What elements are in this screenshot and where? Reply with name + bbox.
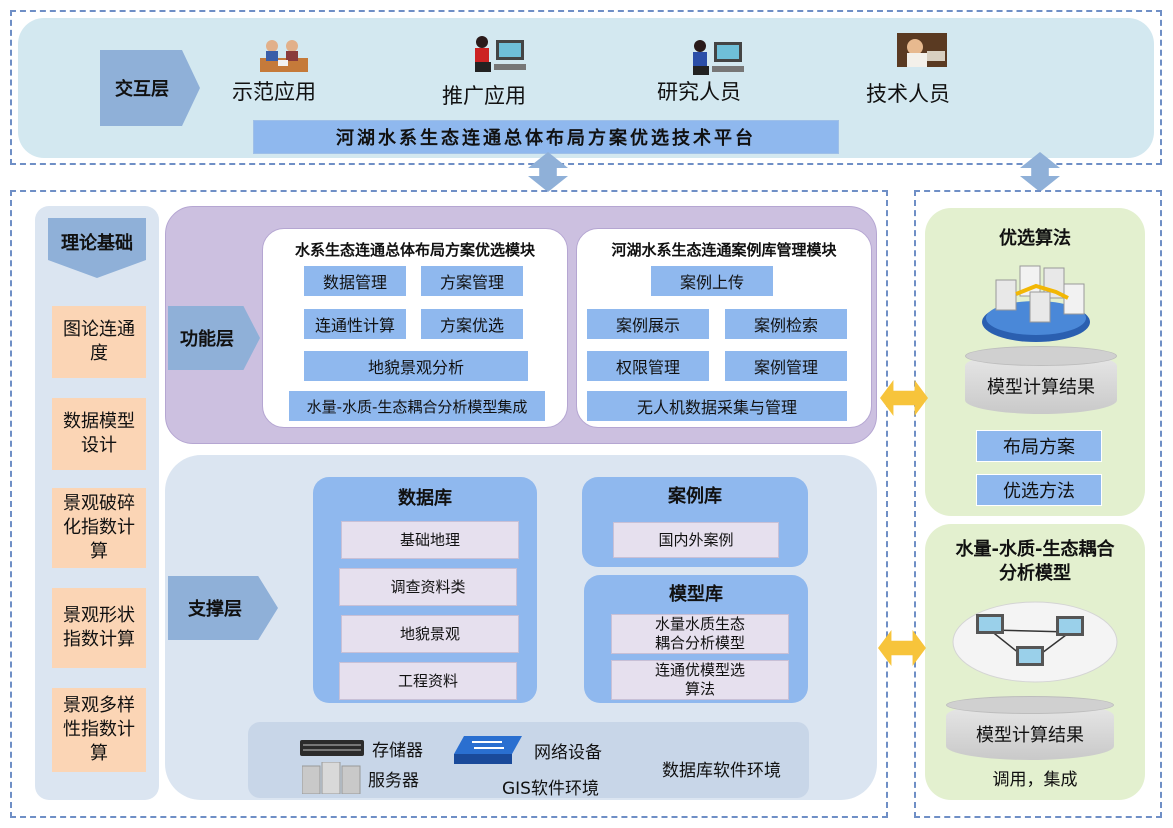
interaction-layer-label: 交互层	[100, 50, 200, 126]
cylinder-cap-top	[965, 346, 1117, 366]
case-search-button[interactable]: 案例检索	[724, 308, 848, 340]
uav-data-management-button[interactable]: 无人机数据采集与管理	[586, 390, 848, 422]
case-display-button[interactable]: 案例展示	[586, 308, 710, 340]
user-label-demo: 示范应用	[232, 80, 316, 104]
network-computers-icon	[950, 596, 1120, 686]
function-layer-label: 功能层	[168, 306, 260, 370]
user-label-technician: 技术人员	[866, 82, 950, 106]
coupling-model-integration-button[interactable]: 水量-水质-生态耦合分析模型集成	[288, 390, 546, 422]
gis-label: GIS软件环境	[502, 779, 599, 799]
database-item: 地貌景观	[341, 615, 519, 653]
model-library-item: 水量水质生态 耦合分析模型	[611, 614, 789, 654]
promotion-application-icon	[470, 34, 530, 76]
coupling-model-title: 水量-水质-生态耦合 分析模型	[955, 539, 1115, 584]
technician-icon	[897, 33, 947, 67]
server-label: 服务器	[368, 771, 419, 791]
right-frame	[914, 190, 1162, 818]
platform-title: 河湖水系生态连通总体布局方案优选技术平台	[253, 120, 839, 154]
landscape-analysis-button[interactable]: 地貌景观分析	[303, 350, 529, 382]
connectivity-calc-button[interactable]: 连通性计算	[303, 308, 407, 340]
invoke-integrate-label: 调用，集成	[992, 769, 1078, 790]
theory-item: 景观形状 指数计算	[52, 588, 146, 668]
researcher-icon	[690, 38, 748, 78]
network-label: 网络设备	[534, 743, 602, 763]
case-upload-button[interactable]: 案例上传	[650, 265, 774, 297]
optimization-algorithm-title: 优选算法	[999, 228, 1071, 249]
theory-item: 景观多样 性指数计 算	[52, 688, 146, 772]
model-library-title: 模型库	[669, 584, 723, 605]
demo-application-icon	[258, 36, 310, 76]
database-item: 基础地理	[341, 521, 519, 559]
server-cluster-icon	[980, 258, 1092, 344]
database-item: 工程资料	[339, 662, 517, 700]
support-layer-label: 支撑层	[168, 576, 278, 640]
theory-item: 数据模型 设计	[52, 398, 146, 470]
db-env-label: 数据库软件环境	[662, 761, 781, 781]
theory-item: 图论连通 度	[52, 306, 146, 378]
database-item: 调查资料类	[339, 568, 517, 606]
user-label-promotion: 推广应用	[442, 84, 526, 108]
interaction-layer-frame	[10, 10, 1162, 165]
cylinder-cap-bottom	[946, 696, 1114, 714]
layout-scheme-button[interactable]: 布局方案	[976, 430, 1102, 462]
module2-title: 河湖水系生态连通案例库管理模块	[611, 240, 837, 259]
scheme-management-button[interactable]: 方案管理	[420, 265, 524, 297]
theory-item: 景观破碎 化指数计 算	[52, 488, 146, 568]
case-library-title: 案例库	[668, 486, 722, 507]
database-title: 数据库	[398, 488, 452, 509]
model-library-item: 连通优模型选 算法	[611, 660, 789, 700]
optimization-method-button[interactable]: 优选方法	[976, 474, 1102, 506]
scheme-optimization-button[interactable]: 方案优选	[420, 308, 524, 340]
storage-icon	[300, 740, 364, 756]
main-frame	[10, 190, 888, 818]
case-management-button[interactable]: 案例管理	[724, 350, 848, 382]
case-library-item: 国内外案例	[613, 522, 779, 558]
permission-management-button[interactable]: 权限管理	[586, 350, 710, 382]
storage-label: 存储器	[372, 741, 423, 761]
module1-title: 水系生态连通总体布局方案优选模块	[294, 240, 535, 259]
user-label-researcher: 研究人员	[657, 80, 741, 104]
server-icon	[301, 761, 362, 795]
data-management-button[interactable]: 数据管理	[303, 265, 407, 297]
network-device-icon	[454, 736, 522, 764]
